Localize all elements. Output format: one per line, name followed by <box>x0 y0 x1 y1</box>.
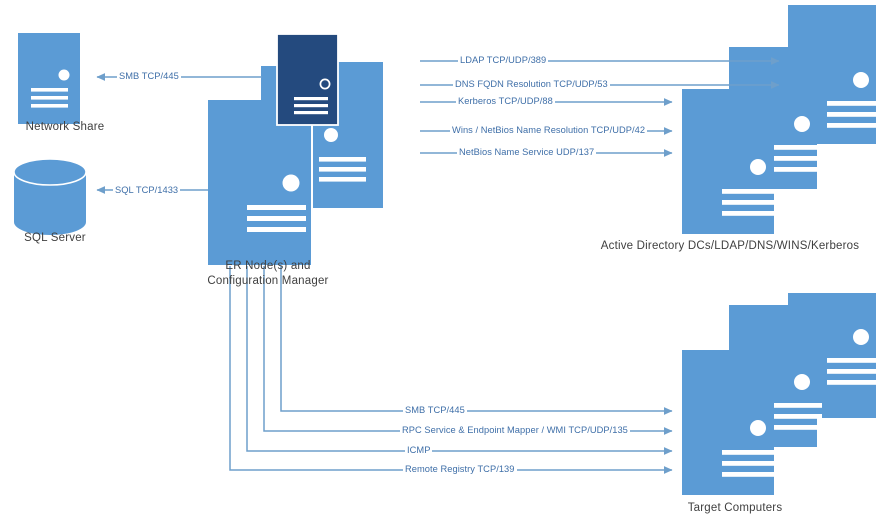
edge-label-netbios: NetBios Name Service UDP/137 <box>457 147 597 158</box>
node-er-nodes[interactable] <box>208 33 383 265</box>
server-ring-icon <box>319 78 331 90</box>
edge-label-smb-target: SMB TCP/445 <box>403 405 467 416</box>
server-status-dot-icon <box>853 329 869 345</box>
edge-label-smb-share: SMB TCP/445 <box>117 71 181 82</box>
connector-smb-target <box>280 266 673 415</box>
server-status-dot-icon <box>750 420 766 436</box>
edge-label-ldap: LDAP TCP/UDP/389 <box>458 55 549 66</box>
edge-label-icmp: ICMP <box>405 445 433 456</box>
edge-label-sql-1433: SQL TCP/1433 <box>113 185 181 196</box>
label-target-computers: Target Computers <box>687 502 783 514</box>
connector-rpc-wmi <box>263 266 673 435</box>
server-status-dot-icon <box>282 174 300 192</box>
node-active-directory[interactable] <box>682 5 881 234</box>
node-network-share[interactable] <box>18 33 80 124</box>
connector-remote-registry <box>229 266 673 474</box>
connector-icmp <box>246 266 673 455</box>
server-status-dot-icon <box>750 159 766 175</box>
server-status-dot-icon <box>324 128 338 142</box>
node-sql-server[interactable] <box>13 158 87 235</box>
node-target-computers[interactable] <box>682 293 881 495</box>
edge-label-kerberos: Kerberos TCP/UDP/88 <box>456 96 555 107</box>
label-sql-server: SQL Server <box>24 232 86 244</box>
server-status-dot-icon <box>58 69 70 81</box>
server-status-dot-icon <box>794 374 810 390</box>
label-er-nodes: ER Node(s) and Configuration Manager <box>207 260 329 287</box>
edge-label-rpc-wmi: RPC Service & Endpoint Mapper / WMI TCP/… <box>400 425 630 436</box>
label-network-share: Network Share <box>25 121 105 133</box>
label-active-directory: Active Directory DCs/LDAP/DNS/WINS/Kerbe… <box>600 240 860 252</box>
edge-label-wins: Wins / NetBios Name Resolution TCP/UDP/4… <box>450 125 648 136</box>
server-status-dot-icon <box>853 72 869 88</box>
edge-label-dns: DNS FQDN Resolution TCP/UDP/53 <box>453 79 610 90</box>
edge-label-remote-registry: Remote Registry TCP/139 <box>403 464 517 475</box>
server-status-dot-icon <box>794 116 810 132</box>
